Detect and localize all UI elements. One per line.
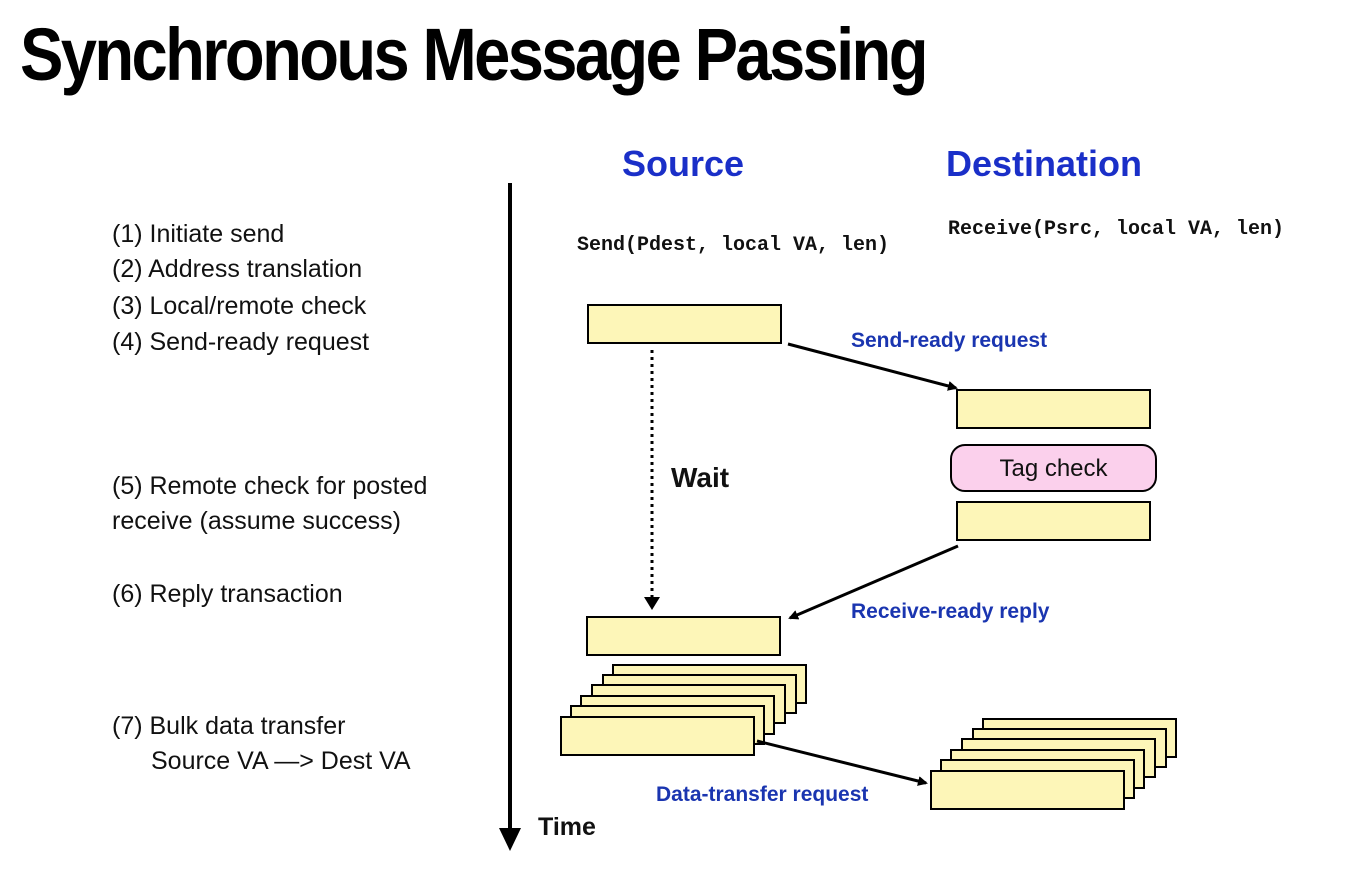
step-7-line2: Source VA —> Dest VA xyxy=(151,747,411,775)
data-transfer-arrow xyxy=(756,739,928,786)
receive-ready-arrow xyxy=(788,544,959,620)
step-1: (1) Initiate send xyxy=(112,220,285,248)
step-5-line1: (5) Remote check for posted xyxy=(112,472,428,500)
step-4: (4) Send-ready request xyxy=(112,328,370,356)
receive-call: Receive(Psrc, local VA, len) xyxy=(948,218,1285,241)
wait-label: Wait xyxy=(671,462,730,493)
step-7-line1: (7) Bulk data transfer xyxy=(112,712,346,740)
step-3: (3) Local/remote check xyxy=(112,292,367,320)
send-ready-label: Send-ready request xyxy=(851,329,1048,352)
destination-box-bottom xyxy=(956,501,1151,541)
step-6: (6) Reply transaction xyxy=(112,580,343,608)
send-call: Send(Pdest, local VA, len) xyxy=(577,234,890,257)
destination-data-box xyxy=(930,770,1125,810)
data-transfer-label: Data-transfer request xyxy=(656,783,869,806)
source-send-box xyxy=(587,304,782,344)
page-title: Synchronous Message Passing xyxy=(20,13,928,96)
destination-data-stack xyxy=(930,718,1177,810)
send-ready-arrow xyxy=(787,342,958,391)
tag-check-label: Tag check xyxy=(999,455,1108,482)
receive-ready-label: Receive-ready reply xyxy=(851,600,1050,623)
step-2: (2) Address translation xyxy=(112,255,363,283)
source-data-box xyxy=(560,716,755,756)
wait-arrowhead xyxy=(644,597,660,610)
destination-column-header: Destination xyxy=(946,143,1143,184)
destination-box-top xyxy=(956,389,1151,429)
time-label: Time xyxy=(538,813,596,841)
tag-check-box xyxy=(950,444,1157,492)
source-reply-box xyxy=(586,616,781,656)
step-5-line2: receive (assume success) xyxy=(112,507,401,535)
source-column-header: Source xyxy=(622,143,745,184)
time-axis-arrowhead xyxy=(499,828,521,851)
source-data-stack xyxy=(560,664,807,756)
